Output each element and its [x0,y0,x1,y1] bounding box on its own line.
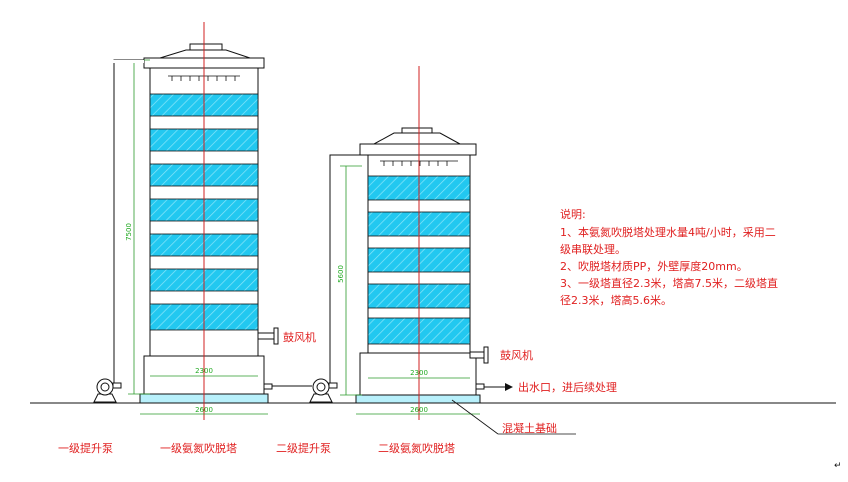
notes-title: 说明: [560,207,586,221]
tower-2-blower-label: 鼓风机 [500,348,533,362]
tower-2-cap [373,132,461,145]
tower-2-inner-dim: 2300 [410,369,428,377]
tower-2-height-dim: 5600 [337,265,345,283]
tower-2: 5600 2300 2600 鼓风机 出水口，进后续处理 混凝土基础 [337,66,617,435]
tower-2-blower-nozzle [469,346,489,364]
notes-line-3: 2、吹脱塔材质PP，外壁厚度20mm。 [560,259,748,273]
tower-1-blower-label: 鼓风机 [283,330,316,344]
tower-1-cap [159,49,251,59]
tower-2-vent [401,127,433,134]
notes-line-2: 级串联处理。 [560,243,626,256]
tower-2-base-dim: 2600 [410,406,428,414]
tower-1: 7500 2300 2600 鼓风机 [125,22,316,420]
tower-2-sump [359,352,477,396]
notes-line-1: 1、本氨氮吹脱塔处理水量4吨/小时，采用二 [560,225,776,239]
tower-2-top-flange [359,143,477,156]
tower-2-outlet [475,383,485,390]
tower-2-base [355,394,481,404]
foundation-leader [451,399,499,435]
pump-2-pipe [329,154,360,384]
pump-2-label: 二级提升泵 [276,442,331,455]
tower-1-blower-nozzle [257,327,279,345]
notes-line-4: 3、一级塔直径2.3米，塔高7.5米，二级塔直 [560,276,778,290]
tower-1-height-dim: 7500 [125,223,133,241]
tower-2-label: 二级氨氮吹脱塔 [378,441,455,455]
tower-1-base-dim: 2600 [195,406,213,414]
tower-1-packing [149,93,259,331]
notes-line-5: 径2.3米，塔高5.6米。 [560,293,672,307]
pump-1-label: 一级提升泵 [58,442,113,455]
pump-1-pipe [113,59,144,384]
tower-2-dimensions [340,165,480,415]
tower-1-inner-dim: 2300 [195,367,213,375]
tower-1-label: 一级氨氮吹脱塔 [160,441,237,455]
pump-2 [272,154,360,403]
notes-block: 说明: 1、本氨氮吹脱塔处理水量4吨/小时，采用二 级串联处理。 2、吹脱塔材质… [560,207,778,307]
tower-2-outlet-label: 出水口，进后续处理 [518,380,617,394]
corner-mark: ↵ [834,461,842,471]
pump-1 [93,59,144,403]
foundation-label: 混凝土基础 [502,421,557,435]
tower-1-outlet [263,383,273,390]
tower-1-vent [189,43,223,51]
